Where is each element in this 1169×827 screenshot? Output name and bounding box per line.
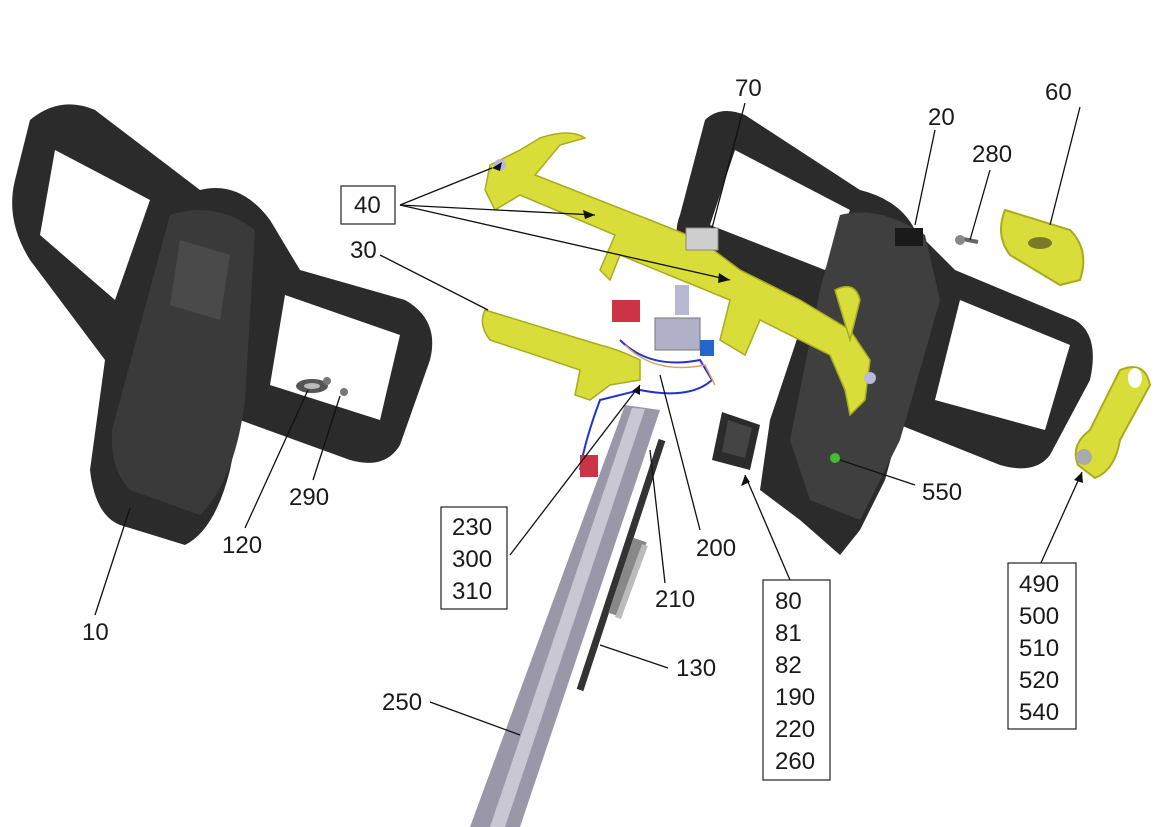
callout-10: 10: [82, 619, 109, 646]
group-230-item: 300: [452, 546, 492, 573]
part-200-switch-assembly: [579, 285, 716, 477]
part-120-bracket: [296, 379, 328, 393]
group-80-item: 81: [775, 620, 802, 647]
callout-labels: 10 20 30 60 70 120 130 200 210 250 280 2…: [82, 75, 1072, 716]
callout-130: 130: [676, 655, 716, 682]
part-280-screw: [955, 235, 979, 245]
callout-70: 70: [735, 75, 762, 102]
callout-box-40: 40: [340, 185, 396, 225]
part-550-clip: [830, 453, 840, 463]
group-80-item: 260: [775, 748, 815, 775]
part-290-screws: [323, 377, 348, 396]
callout-60: 60: [1045, 79, 1072, 106]
part-490-lever: [1074, 366, 1152, 480]
callout-20: 20: [928, 104, 955, 131]
group-490-item: 500: [1019, 603, 1059, 630]
group-230-item: 310: [452, 578, 492, 605]
callout-290: 290: [289, 484, 329, 511]
callout-120: 120: [222, 532, 262, 559]
group-80-item: 80: [775, 588, 802, 615]
group-80-item: 220: [775, 716, 815, 743]
part-30-lower-lever: [481, 309, 641, 401]
group-490-item: 510: [1019, 635, 1059, 662]
leader-lines: [94, 102, 1083, 736]
group-490-item: 540: [1019, 699, 1059, 726]
part-10-handle-cover: [12, 104, 433, 545]
part-80-switch-box: [712, 412, 760, 470]
callout-30: 30: [350, 237, 377, 264]
callout-40: 40: [354, 192, 381, 219]
part-130-cable: [576, 438, 666, 692]
callout-250: 250: [382, 689, 422, 716]
callout-280: 280: [972, 141, 1012, 168]
group-80-item: 190: [775, 684, 815, 711]
callout-group-80: 80 81 82 190 220 260: [762, 579, 831, 781]
callout-550: 550: [922, 479, 962, 506]
part-20-handle-frame: [676, 111, 1093, 555]
part-70-bracket: [685, 227, 719, 251]
group-230-item: 230: [452, 514, 492, 541]
group-490-item: 520: [1019, 667, 1059, 694]
part-60-cap: [1000, 208, 1085, 287]
callout-200: 200: [696, 535, 736, 562]
callout-210: 210: [655, 586, 695, 613]
group-80-item: 82: [775, 652, 802, 679]
callout-group-490: 490 500 510 520 540: [1007, 562, 1077, 730]
group-490-item: 490: [1019, 571, 1059, 598]
callout-group-230: 230 300 310: [440, 506, 508, 610]
part-250-tube: [470, 405, 660, 827]
